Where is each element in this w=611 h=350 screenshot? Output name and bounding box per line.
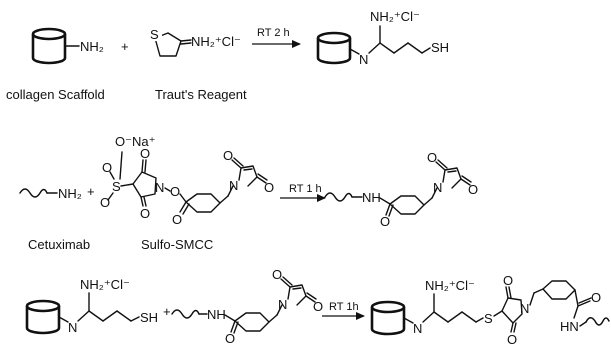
trauts-reagent-structure: S NH₂⁺Cl⁻	[148, 26, 241, 57]
succinimide-oxygen-bottom: O	[140, 206, 150, 221]
reactant-maleimide-nitrogen: N	[278, 297, 287, 312]
sulfo-smcc-structure: O S O O⁻Na⁺ O O N O O	[100, 134, 274, 227]
plus-sign: +	[121, 39, 129, 54]
linker-carbonyl-oxygen: O	[172, 212, 182, 227]
plus-sign-2: +	[87, 184, 95, 199]
antibody-amine-group: NH₂	[58, 186, 82, 201]
product-3-amide-hn: HN	[560, 319, 579, 334]
product-2-maleimide-oxygen-bottom: O	[468, 182, 478, 197]
maleimide-oxygen-bottom: O	[264, 180, 274, 195]
collagen-scaffold-label: collagen Scaffold	[6, 87, 105, 102]
product-2-maleimide-oxygen-top: O	[427, 150, 437, 165]
product-3-thioether-sulfur: S	[484, 311, 493, 326]
scaffold-amine-group: NH₂	[80, 39, 104, 54]
maleimide-activated-antibody-product: NH O N O O	[324, 150, 478, 229]
reactant-3-thiol-group: SH	[140, 310, 158, 325]
maleimide-nitrogen: N	[229, 178, 238, 193]
reaction-2: NH₂ + O S O O⁻Na⁺ O O N O	[19, 134, 478, 252]
product-2-amide-nh: NH	[362, 190, 381, 205]
sulfonate-sodium-salt: O⁻Na⁺	[115, 134, 155, 149]
reactant-3-iminium-group: NH₂⁺Cl⁻	[80, 277, 130, 292]
product-1-iminium-group: NH₂⁺Cl⁻	[370, 9, 420, 24]
ester-oxygen: O	[170, 184, 180, 199]
plus-sign-3: +	[163, 304, 171, 319]
product-1-nitrogen: N	[359, 52, 368, 67]
succinimide-oxygen-top: O	[140, 146, 150, 161]
thiolated-scaffold-reactant: N SH NH₂⁺Cl⁻	[25, 277, 158, 335]
sulfonate-oxygen-1: O	[102, 160, 112, 175]
reactant-3-nitrogen: N	[68, 320, 77, 335]
thiolated-scaffold-product: N SH NH₂⁺Cl⁻	[316, 9, 449, 67]
reaction-3: N SH NH₂⁺Cl⁻ + NH O N	[25, 267, 610, 347]
sulfonate-sulfur: S	[112, 179, 121, 194]
product-1-thiol-group: SH	[431, 40, 449, 55]
reactant-amide-nh: NH	[207, 307, 226, 322]
antibody-icon-3	[585, 317, 610, 326]
reactant-maleimide-oxygen-top: O	[272, 267, 282, 282]
product-3-carbonyl-oxygen: O	[591, 290, 601, 305]
product-3-iminium-group: NH₂⁺Cl⁻	[425, 278, 475, 293]
traut-sulfur-atom: S	[150, 27, 159, 42]
product-3-nitrogen: N	[413, 321, 422, 336]
product-3-succinimide-oxygen-bottom: O	[507, 332, 517, 347]
product-3-succinimide-nitrogen: N	[520, 301, 529, 316]
maleimide-antibody-reactant: NH O N O O	[171, 267, 323, 346]
reactant-maleimide-oxygen-bottom: O	[313, 299, 323, 314]
maleimide-oxygen-top: O	[223, 148, 233, 163]
reaction-3-condition: RT 1h	[329, 301, 359, 313]
reaction-1: NH₂ + S NH₂⁺Cl⁻ RT 2 h N SH NH₂⁺C	[6, 9, 449, 102]
antibody-icon-2	[171, 309, 200, 319]
succinimide-nitrogen: N	[155, 180, 164, 195]
scaffold-antibody-conjugate-product: N S NH₂⁺Cl⁻ O O N O	[370, 273, 610, 347]
collagen-scaffold-icon	[31, 27, 67, 65]
traut-iminium-group: NH₂⁺Cl⁻	[191, 34, 241, 49]
sulfo-smcc-label: Sulfo-SMCC	[141, 237, 213, 252]
sulfonate-oxygen-2: O	[100, 195, 110, 210]
trauts-reagent-label: Traut's Reagent	[155, 87, 247, 102]
product-3-succinimide-oxygen-top: O	[503, 273, 513, 288]
cetuximab-label: Cetuximab	[28, 237, 90, 252]
product-2-carbonyl-oxygen: O	[380, 214, 390, 229]
antibody-icon	[324, 192, 353, 202]
reactant-carbonyl-oxygen: O	[225, 331, 235, 346]
product-2-maleimide-nitrogen: N	[433, 180, 442, 195]
reaction-1-condition: RT 2 h	[257, 27, 290, 39]
cetuximab-antibody-icon	[19, 188, 48, 198]
reaction-2-condition: RT 1 h	[289, 183, 322, 195]
